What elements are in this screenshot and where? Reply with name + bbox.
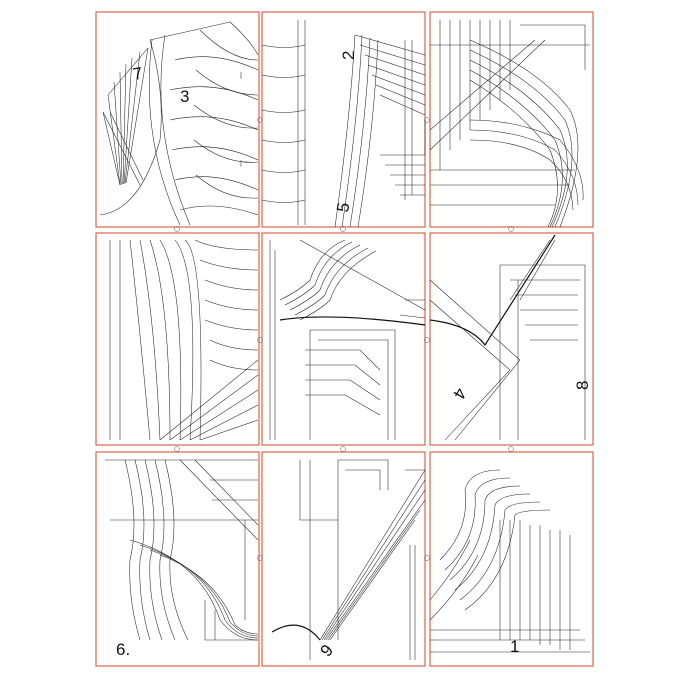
pattern-lines-r2c2 <box>269 239 426 440</box>
alignment-mark <box>257 555 263 561</box>
piece-number-9: 9 <box>316 641 337 660</box>
tiny-label: SIZE <box>239 72 243 79</box>
alignment-marks <box>174 117 514 561</box>
page-frame-r1c3 <box>429 11 594 228</box>
piece-number-3: 3 <box>180 87 189 106</box>
alignment-mark <box>340 226 346 232</box>
piece-number-8: 8 <box>573 381 592 390</box>
piece-number-4: 4 <box>449 385 470 403</box>
piece-numbers: 7 3 2 5 4 8 6. 9 1 <box>116 51 592 661</box>
tiny-label: SIZE <box>239 160 243 167</box>
page-frame-r3c3 <box>429 451 594 667</box>
pattern-lines-r2c3 <box>429 234 586 441</box>
alignment-mark <box>424 555 430 561</box>
page-frame-r1c2 <box>261 11 426 228</box>
pattern-lines-r3c3 <box>429 469 590 653</box>
alignment-mark <box>340 446 346 452</box>
piece-number-7: 7 <box>131 64 144 84</box>
alignment-mark <box>257 117 263 123</box>
alignment-mark <box>257 337 263 343</box>
alignment-mark <box>508 226 514 232</box>
piece-number-2: 2 <box>339 51 358 60</box>
alignment-mark <box>424 337 430 343</box>
alignment-mark <box>424 117 430 123</box>
pattern-lines-r3c1 <box>105 459 259 641</box>
alignment-mark <box>174 226 180 232</box>
alignment-mark <box>508 446 514 452</box>
pattern-lines-r3c2 <box>271 459 426 660</box>
page-frame-r2c1 <box>95 232 260 446</box>
piece-number-1: 1 <box>510 637 519 656</box>
page-frame-r2c2 <box>261 232 426 446</box>
piece-number-5: 5 <box>333 201 353 214</box>
piece-number-6: 6. <box>116 640 130 659</box>
page-frame-r2c3 <box>429 232 594 446</box>
page-frame-r1c1 <box>95 11 260 228</box>
alignment-mark <box>174 446 180 452</box>
pattern-lines-r1c3 <box>429 20 590 228</box>
pattern-lines-r1c2 <box>261 20 426 228</box>
page-frames <box>95 11 594 667</box>
pattern-lines-r1c1: SIZE SIZE <box>99 21 259 226</box>
page-frame-r3c1 <box>95 451 260 667</box>
page-frame-r3c2 <box>261 451 426 667</box>
pattern-lines-r2c1 <box>109 239 259 441</box>
